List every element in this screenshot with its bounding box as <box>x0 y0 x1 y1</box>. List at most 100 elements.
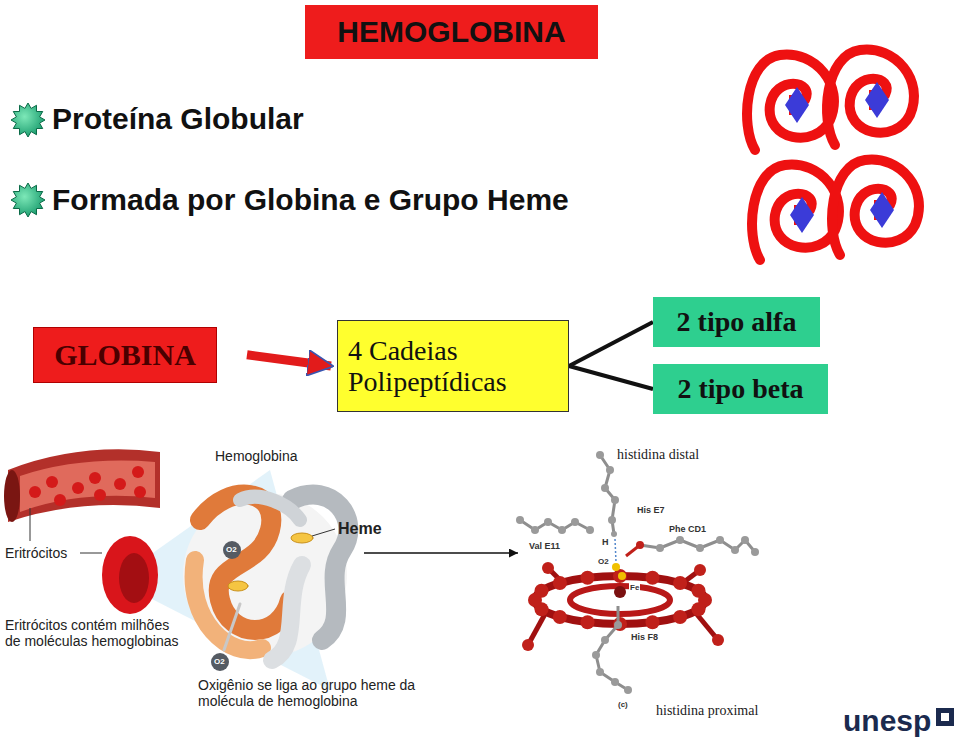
hemoglobin-molecule <box>224 604 240 650</box>
title-text: HEMOGLOBINA <box>337 15 565 49</box>
heme-structure <box>570 586 670 614</box>
globin-chain-icon <box>827 50 914 145</box>
hemoglobin-molecule <box>291 533 313 543</box>
connector-arrow <box>569 322 653 366</box>
atom <box>624 686 632 694</box>
atom <box>601 636 609 644</box>
residue-label: His E7 <box>636 505 666 515</box>
amino-acid-chain <box>520 455 755 690</box>
heme-structure <box>613 569 627 583</box>
figure-label: Eritrócitos <box>5 545 67 561</box>
process-box: GLOBINA <box>33 327 217 383</box>
atom-label: H <box>601 537 610 547</box>
atom <box>596 668 604 676</box>
heme-structure <box>553 576 567 590</box>
residue-label: Phe CD1 <box>668 524 707 534</box>
red-blood-cell <box>102 536 158 614</box>
atom <box>636 541 644 549</box>
hemoglobin-molecule <box>211 653 229 671</box>
red-blood-cell <box>102 536 158 614</box>
hemoglobin-molecule <box>228 581 248 591</box>
category-box: 2 tipo alfa <box>653 297 820 347</box>
title-box: HEMOGLOBINA <box>305 5 598 59</box>
logo-mark <box>936 708 954 726</box>
hemoglobin-molecule <box>183 493 348 671</box>
heme-structure <box>535 576 705 624</box>
connector-arrow <box>569 366 653 389</box>
heme-structure <box>581 615 595 629</box>
oxygen-molecule <box>612 563 620 571</box>
heme-structure <box>694 564 706 576</box>
heme-structure <box>581 571 595 585</box>
process-box: 4 Cadeias Polipeptídicas <box>337 320 569 412</box>
heme-structure <box>646 571 660 585</box>
blood-vessel <box>134 486 146 498</box>
blood-vessel <box>4 449 160 522</box>
atom <box>571 518 579 526</box>
atom <box>716 536 724 544</box>
figure-label: Heme <box>338 520 382 538</box>
figure-note: Eritrócitos contém milhões de moléculas … <box>5 617 187 649</box>
heme-structure <box>646 615 660 629</box>
heme-structure <box>553 610 567 624</box>
atom-label: O2 <box>597 557 610 566</box>
atom <box>516 451 759 694</box>
connector-arrow <box>247 355 331 366</box>
figure-label: Hemoglobina <box>215 448 298 464</box>
atom <box>596 451 604 459</box>
globin-chain-icon <box>752 165 839 260</box>
globin-chain-icon <box>832 160 919 255</box>
blood-vessel <box>8 449 160 522</box>
blood-vessel <box>54 494 66 506</box>
red-blood-cell <box>119 553 149 603</box>
figure-label: histidina distal <box>616 447 700 463</box>
molecule-label: O2 <box>214 657 225 666</box>
blood-vessel <box>94 489 106 501</box>
logo-text: unesp <box>843 704 931 739</box>
heme-structure <box>522 562 724 651</box>
hemoglobin-molecule <box>223 541 241 559</box>
blood-vessel <box>46 476 58 488</box>
atom <box>608 516 616 524</box>
hemoglobin-molecule <box>194 560 262 650</box>
category-box: 2 tipo beta <box>653 364 828 414</box>
blood-vessel <box>4 470 20 522</box>
globin-chain-icon <box>747 50 919 260</box>
atom <box>601 484 609 492</box>
blood-vessel <box>20 461 155 512</box>
heme-structure <box>692 602 706 616</box>
atom <box>606 466 614 474</box>
figure-label: histidina proximal <box>656 703 758 719</box>
atom <box>516 516 524 524</box>
node-text: 2 tipo beta <box>678 373 804 404</box>
heme-structure <box>614 586 626 598</box>
atom <box>731 546 739 554</box>
node-text: 2 tipo alfa <box>677 306 797 337</box>
atom <box>696 544 704 552</box>
atom <box>614 621 622 629</box>
atom <box>611 531 617 537</box>
atom <box>586 526 594 534</box>
globin-chain-icon <box>747 55 834 150</box>
atom-label: Fe <box>629 583 640 592</box>
heme-structure <box>535 584 549 598</box>
blood-vessel <box>89 472 101 484</box>
leader-line <box>30 508 31 541</box>
hydrogen-bond <box>615 539 616 562</box>
heme-structure <box>712 634 724 646</box>
atom <box>741 536 749 544</box>
figure-note: Oxigênio se liga ao grupo heme da molécu… <box>198 677 433 709</box>
heme-structure <box>522 639 534 651</box>
node-text: 4 Cadeias Polipeptídicas <box>348 335 558 398</box>
heme-structure <box>673 576 687 590</box>
blood-vessel <box>132 466 144 478</box>
bullet-text: Proteína Globular <box>52 102 304 137</box>
residue-label: Val E11 <box>528 541 561 551</box>
atom <box>751 548 759 556</box>
heme-structure <box>673 610 687 624</box>
zoom-arrow <box>364 552 518 554</box>
leader-line <box>312 529 335 536</box>
atom <box>531 526 539 534</box>
hemoglobin-molecule <box>200 495 290 630</box>
amino-acid-chain <box>520 520 590 530</box>
